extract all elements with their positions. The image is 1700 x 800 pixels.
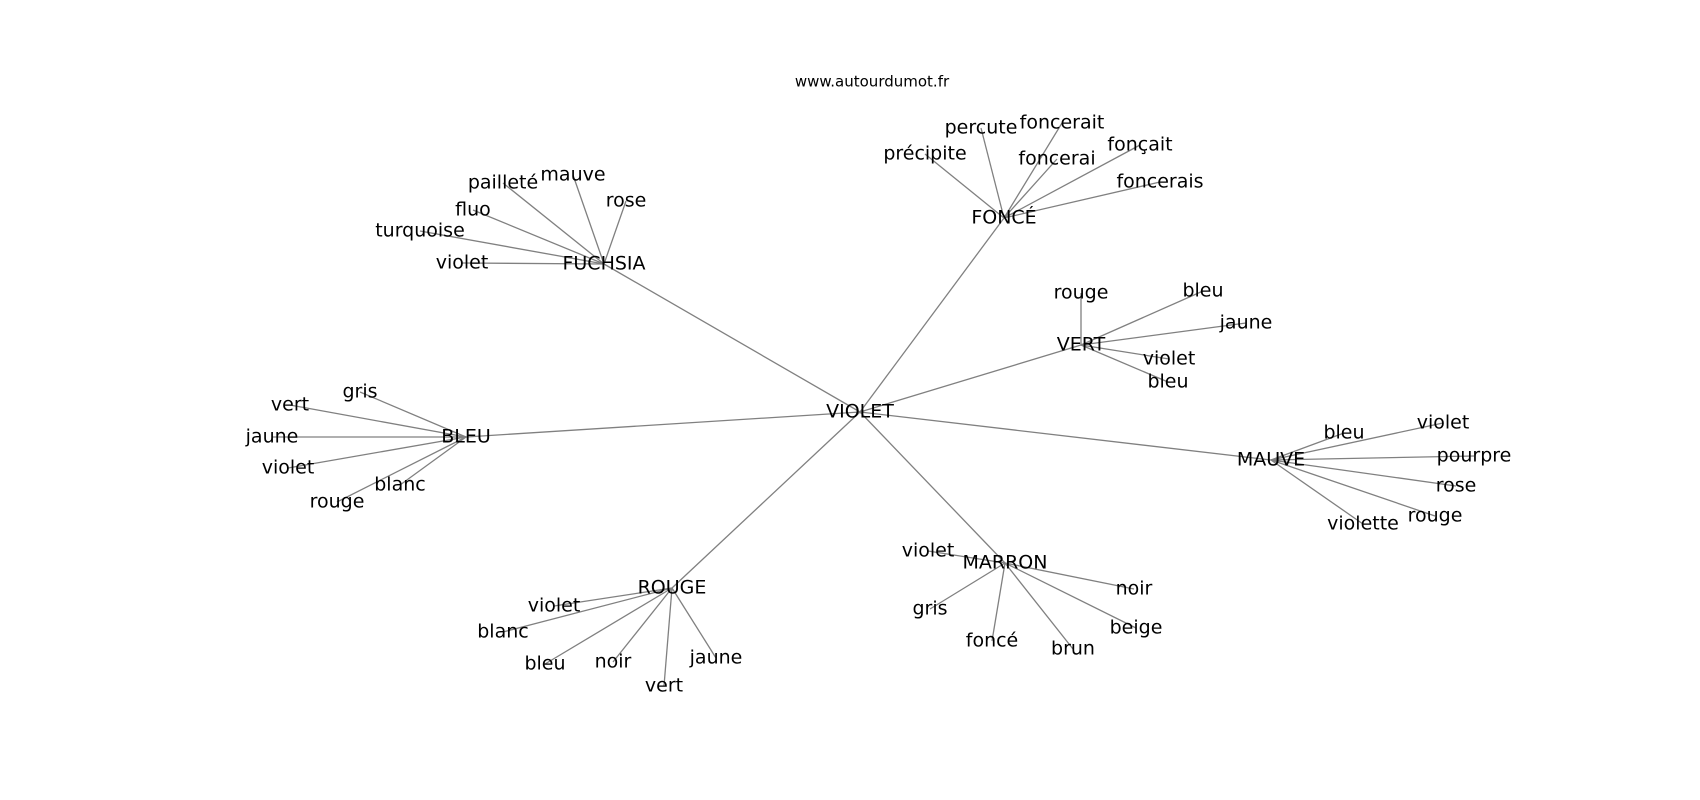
edge-fonce-percute [980, 127, 1005, 219]
word-node-noir: noir [1116, 578, 1153, 600]
word-node-violette: violette [1327, 513, 1399, 535]
edge-mauve-violet [1270, 422, 1444, 461]
word-node-foncerai: foncerai [1018, 148, 1095, 170]
word-node-blanc: blanc [374, 474, 425, 496]
edge-rouge-vert [663, 587, 673, 687]
word-node-vert: vert [645, 675, 683, 697]
edge-bleu-violet [287, 436, 467, 469]
edge-fonce-foncerai [1003, 158, 1058, 219]
edge-vert-violet [1080, 344, 1170, 360]
word-node-jaune: jaune [1219, 312, 1273, 334]
word-node-rouge: rouge [1408, 505, 1463, 527]
hub-node-mauve: MAUVE [1237, 449, 1305, 471]
word-node-bleu: bleu [1147, 371, 1188, 393]
edge-center-fonce [859, 217, 1005, 413]
edge-fonce-precipite [924, 153, 1005, 219]
word-node-gris: gris [912, 598, 947, 620]
word-node-rouge: rouge [1054, 282, 1109, 304]
edge-vert-jaune [1080, 322, 1247, 346]
edge-fuchsia-turquoise [419, 230, 605, 265]
word-node-foncerais: foncerais [1116, 171, 1203, 193]
edge-rouge-violet [553, 587, 673, 607]
hub-node-fuchsia: FUCHSIA [562, 253, 645, 275]
word-node-brun: brun [1051, 638, 1095, 660]
hub-node-vert: VERT [1057, 334, 1106, 356]
word-node-violet: violet [1417, 412, 1470, 434]
word-node-blanc: blanc [477, 621, 528, 643]
edge-fonce-foncerait [1003, 122, 1063, 219]
edge-rouge-blanc [502, 587, 673, 633]
center-node: VIOLET [826, 401, 894, 423]
edge-rouge-jaune [671, 587, 717, 659]
word-node-pourpre: pourpre [1437, 445, 1512, 467]
edge-marron-noir [1004, 562, 1135, 590]
graph-edges [272, 122, 1475, 687]
edge-fuchsia-fluo [472, 209, 605, 265]
edge-fuchsia-rose [603, 200, 627, 265]
word-node-violet: violet [436, 252, 489, 274]
word-node-violet: violet [528, 595, 581, 617]
word-node-turquoise: turquoise [375, 220, 465, 242]
edge-rouge-bleu [544, 587, 673, 665]
edge-marron-brun [1004, 562, 1074, 650]
word-node-paillete: pailleté [468, 172, 538, 194]
word-node-jaune: jaune [245, 426, 299, 448]
word-node-rose: rose [1436, 475, 1477, 497]
edge-vert-bleu [1080, 344, 1169, 383]
edge-vert-bleu [1080, 290, 1204, 346]
edge-fuchsia-violet [461, 262, 605, 265]
word-node-violet: violet [902, 540, 955, 562]
word-node-bleu: bleu [1323, 422, 1364, 444]
edge-fuchsia-paillete [502, 182, 605, 265]
word-node-bleu: bleu [524, 653, 565, 675]
word-node-foncerait: foncerait [1020, 112, 1105, 134]
word-node-percute: percute [945, 117, 1018, 139]
edge-marron-violet [927, 550, 1006, 564]
hub-node-rouge: ROUGE [638, 577, 707, 599]
source-url-label: www.autourdumot.fr [795, 73, 950, 91]
hub-node-bleu: BLEU [441, 426, 491, 448]
edge-bleu-blanc [399, 436, 467, 486]
word-node-fonce: foncé [966, 630, 1019, 652]
edge-center-bleu [465, 411, 861, 438]
edge-mauve-rose [1270, 459, 1457, 487]
edge-bleu-vert [289, 404, 467, 438]
edge-center-vert [859, 344, 1082, 413]
hub-node-fonce: FONCÉ [971, 206, 1036, 229]
word-node-noir: noir [595, 651, 632, 673]
edge-center-mauve [859, 411, 1272, 461]
edge-fuchsia-mauve [572, 174, 605, 265]
word-node-violet: violet [1143, 348, 1196, 370]
edge-fonce-foncait [1003, 144, 1141, 219]
edge-bleu-gris [359, 391, 467, 438]
edge-center-marron [859, 411, 1006, 564]
word-node-rose: rose [606, 190, 647, 212]
word-node-foncait: fonçait [1107, 134, 1172, 156]
edge-mauve-bleu [1270, 432, 1345, 461]
edge-center-fuchsia [603, 263, 861, 413]
word-node-rouge: rouge [310, 491, 365, 513]
word-node-beige: beige [1110, 617, 1163, 639]
word-node-bleu: bleu [1182, 280, 1223, 302]
word-node-jaune: jaune [689, 647, 743, 669]
edge-mauve-pourpre [1270, 455, 1475, 461]
hub-node-marron: MARRON [963, 552, 1048, 574]
word-node-gris: gris [342, 381, 377, 403]
edge-marron-fonce [991, 562, 1006, 642]
edge-center-rouge [671, 411, 861, 589]
word-node-fluo: fluo [455, 199, 491, 221]
edge-bleu-rouge [336, 436, 467, 503]
edge-marron-gris [929, 562, 1006, 610]
edge-mauve-rouge [1270, 459, 1436, 517]
word-node-violet: violet [262, 457, 315, 479]
word-node-precipite: précipite [883, 143, 966, 165]
edge-rouge-noir [612, 587, 673, 663]
edge-marron-beige [1004, 562, 1137, 629]
edge-fonce-foncerais [1003, 181, 1161, 219]
word-node-vert: vert [271, 394, 309, 416]
word-node-mauve: mauve [540, 164, 605, 186]
edge-mauve-violette [1270, 459, 1364, 525]
